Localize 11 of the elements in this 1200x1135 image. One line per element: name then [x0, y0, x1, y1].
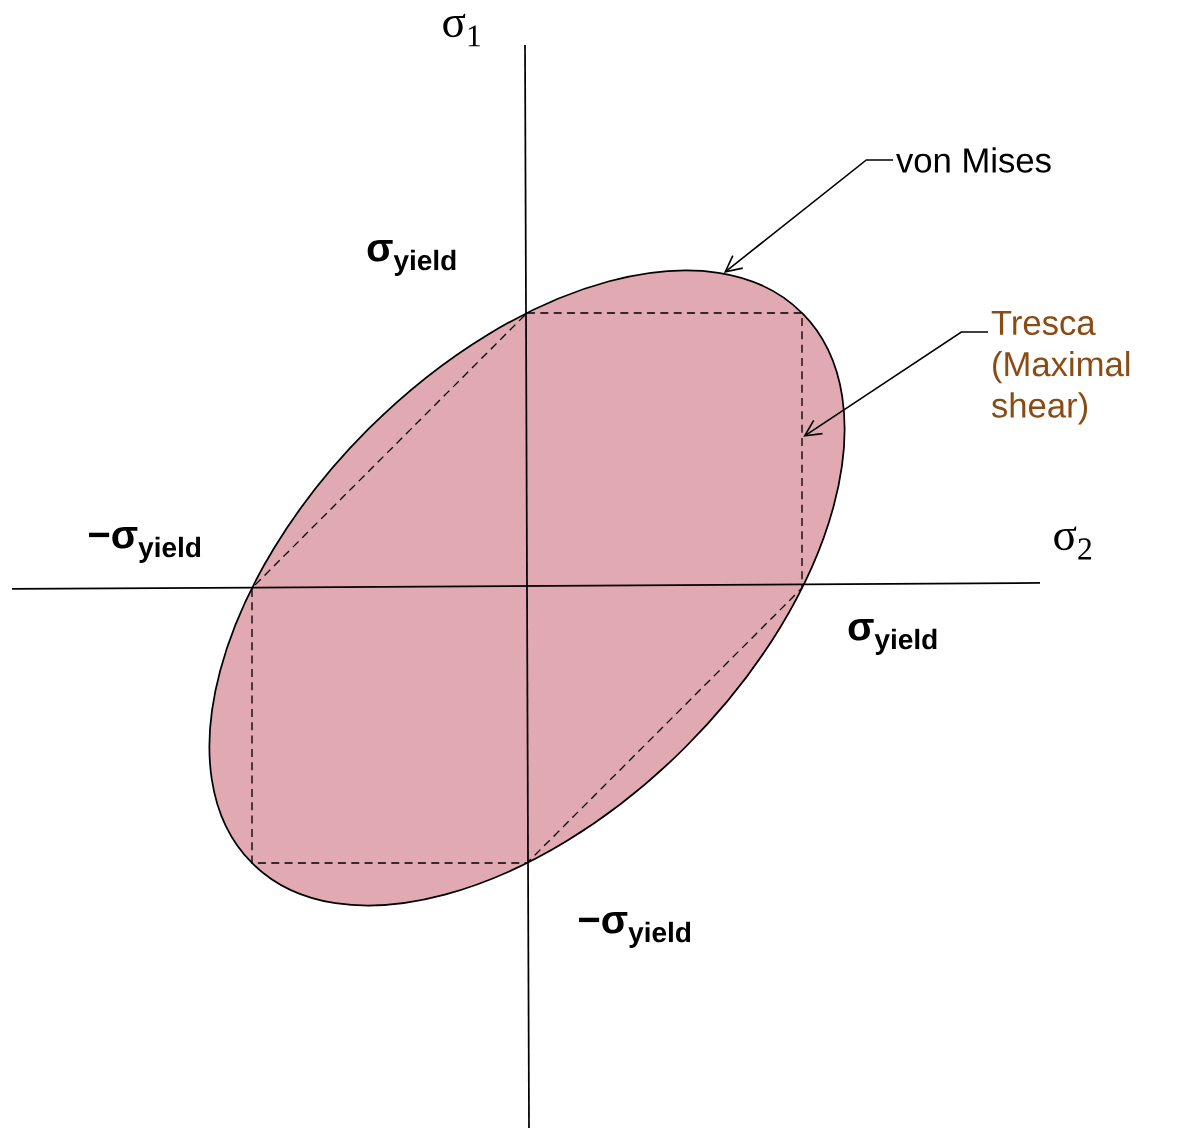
callout-text: Tresca (Maximal shear) — [991, 310, 1130, 425]
leader-line — [803, 331, 989, 437]
callout-text: von Mises — [896, 147, 1051, 173]
yield-label: −σ$_{yield}$ — [89, 527, 201, 563]
yield-label: σ$_{yield}$ — [848, 619, 937, 655]
leader-line — [723, 159, 894, 273]
tresca-hexagon — [251, 312, 803, 864]
yield-label: σ$_{yield}$ — [367, 240, 456, 276]
yield-label: −σ$_{yield}$ — [579, 912, 691, 948]
axis-label: σ$_{1}$ — [443, 13, 480, 47]
axis-label: σ$_{2}$ — [1054, 526, 1092, 560]
